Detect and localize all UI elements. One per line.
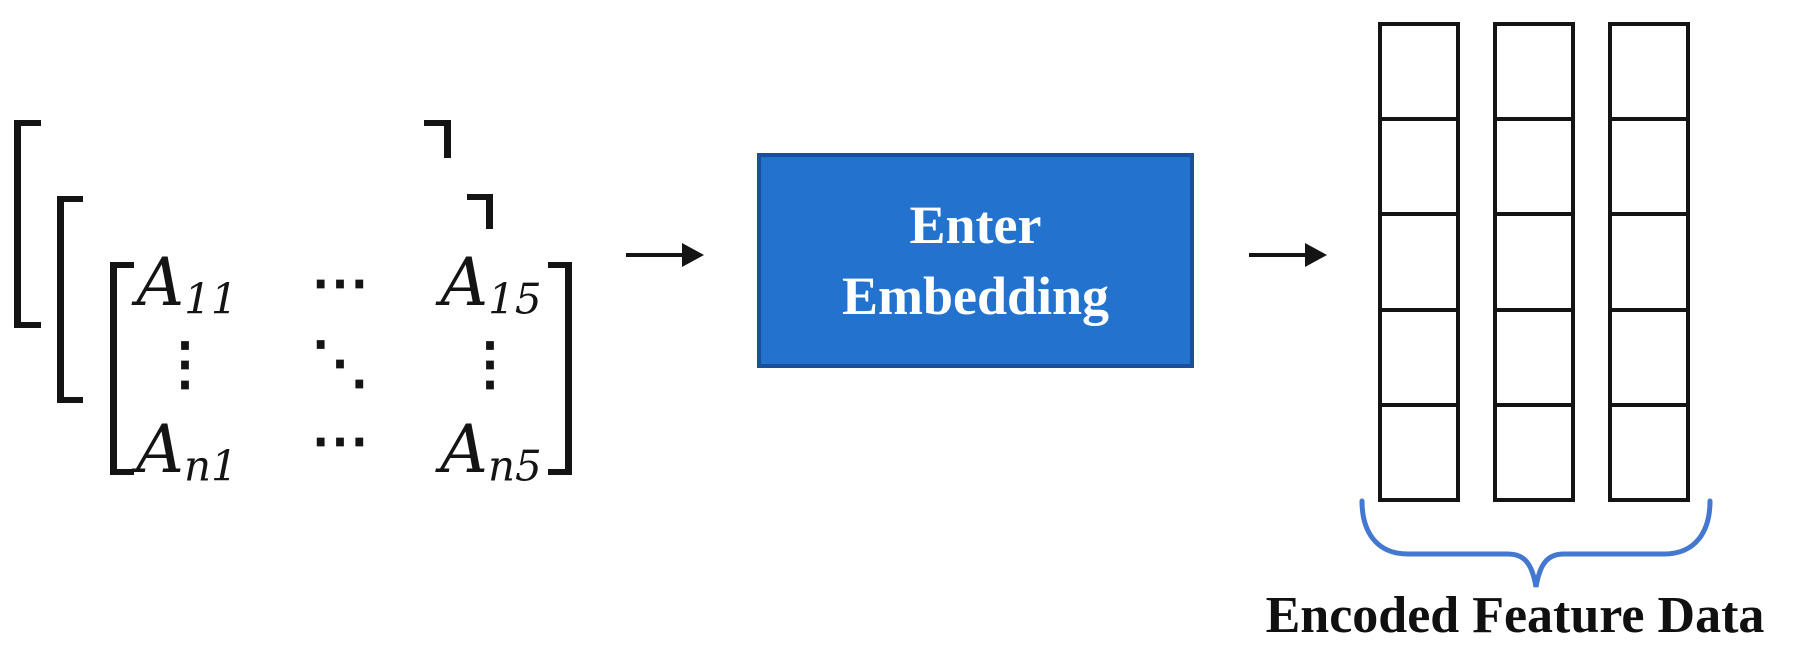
feature-column xyxy=(1378,22,1460,502)
bracket-middle-left xyxy=(57,196,83,403)
encoded-feature-columns xyxy=(1378,22,1690,502)
feature-cell xyxy=(1612,216,1686,312)
feature-cell xyxy=(1497,26,1571,122)
underbrace-icon xyxy=(1359,498,1713,588)
feature-column xyxy=(1493,22,1575,502)
feature-cell xyxy=(1497,312,1571,407)
matrix-dots-vertical-right: ⋮ xyxy=(461,328,519,397)
matrix-dots-vertical-left: ⋮ xyxy=(156,328,214,397)
feature-cell xyxy=(1382,407,1456,498)
bracket-inner-right xyxy=(548,262,572,475)
feature-cell xyxy=(1612,407,1686,498)
matrix-entry-an5: An5 xyxy=(440,410,542,491)
bracket-inner-left xyxy=(110,262,134,475)
bracket-outer-left xyxy=(14,120,41,328)
feature-cell xyxy=(1382,121,1456,217)
matrix-entry-a15: A15 xyxy=(440,243,542,324)
matrix-dots-diagonal: ⋱ xyxy=(311,328,369,396)
feature-cell xyxy=(1382,26,1456,122)
feature-cell xyxy=(1497,407,1571,498)
flow-arrow-left-icon xyxy=(626,243,704,267)
feature-column xyxy=(1608,22,1690,502)
feature-cell xyxy=(1612,312,1686,407)
feature-cell xyxy=(1497,121,1571,217)
bracket-middle-topright-corner-icon xyxy=(467,194,493,229)
matrix-entry-a11: A11 xyxy=(136,243,238,324)
encoded-feature-data-label: Encoded Feature Data xyxy=(1265,587,1765,644)
feature-cell xyxy=(1612,121,1686,217)
feature-cell xyxy=(1497,216,1571,312)
matrix-dots-horizontal-bottom: ⋯ xyxy=(311,406,369,474)
matrix-entry-an1: An1 xyxy=(136,410,238,491)
matrix-dots-horizontal-top: ⋯ xyxy=(311,248,369,316)
feature-cell xyxy=(1382,312,1456,407)
feature-cell xyxy=(1612,26,1686,122)
feature-cell xyxy=(1382,216,1456,312)
flow-arrow-right-icon xyxy=(1249,243,1327,267)
enter-embedding-label: Enter Embedding xyxy=(841,195,1110,326)
bracket-outer-topright-corner-icon xyxy=(424,120,451,158)
enter-embedding-box: Enter Embedding xyxy=(757,153,1194,368)
